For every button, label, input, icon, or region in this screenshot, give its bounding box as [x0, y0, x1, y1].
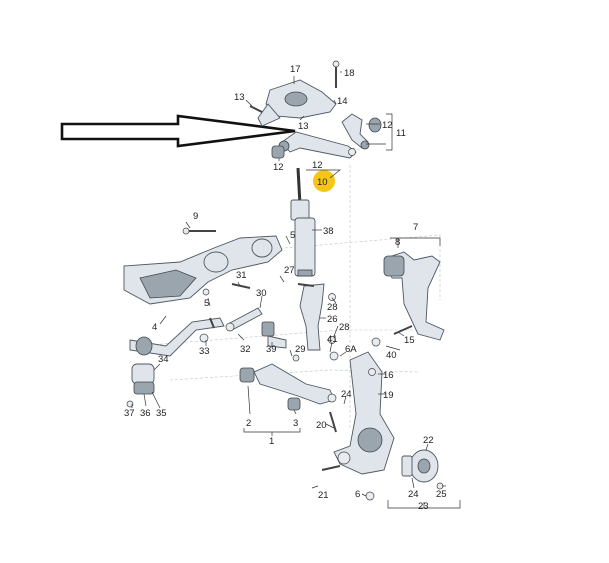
callout-10: 10	[317, 177, 328, 188]
callout-12-bushing: 12	[273, 162, 284, 173]
callout-5-bottom: 5	[204, 298, 209, 309]
stabilizer-bar	[129, 317, 225, 357]
callout-27: 27	[284, 265, 295, 276]
callout-20: 20	[316, 420, 327, 431]
callout-3: 3	[293, 418, 298, 429]
callout-26: 26	[327, 314, 338, 325]
callout-23: 23	[418, 501, 429, 512]
upper-control-arm-rear	[341, 113, 382, 150]
callout-13-right: 13	[298, 121, 309, 132]
callout-labels: 17 18 13 14 13 12 11 12 12 10 9 38 5 7 8…	[124, 64, 447, 512]
callout-31: 31	[236, 270, 247, 281]
pointer-arrow-icon	[60, 114, 296, 148]
bushing-small	[271, 145, 285, 159]
callout-1: 1	[269, 436, 274, 447]
callout-22: 22	[423, 435, 434, 446]
track-control-arm	[383, 251, 445, 341]
callout-40: 40	[386, 350, 397, 361]
callout-30: 30	[256, 288, 267, 299]
callout-6a: 6A	[345, 344, 357, 355]
callout-38: 38	[323, 226, 334, 237]
callout-24-top: 24	[341, 389, 352, 400]
callout-8: 8	[395, 237, 400, 248]
callout-33: 33	[199, 346, 210, 357]
callout-14: 14	[337, 96, 348, 107]
callout-18: 18	[344, 68, 355, 79]
callout-4: 4	[152, 322, 157, 333]
callout-21: 21	[318, 490, 329, 501]
strut-fork	[299, 283, 325, 351]
callout-11: 11	[396, 128, 406, 139]
callout-5-top: 5	[290, 230, 295, 241]
callout-32: 32	[240, 344, 251, 355]
callout-29: 29	[295, 344, 306, 355]
callout-39: 39	[266, 344, 277, 355]
callout-19: 19	[383, 390, 394, 401]
wheel-hub	[401, 449, 439, 483]
shock-absorber	[290, 167, 316, 277]
callout-9: 9	[193, 211, 198, 222]
callout-17: 17	[290, 64, 301, 75]
callout-7: 7	[413, 222, 418, 233]
callout-12-rear: 12	[382, 120, 393, 131]
coupling-rod	[225, 307, 287, 349]
highlight-dot-icon	[313, 170, 335, 192]
callout-36: 36	[140, 408, 151, 419]
callout-2: 2	[246, 418, 251, 429]
subframe	[123, 235, 283, 305]
top-mount	[257, 79, 337, 127]
callout-12-front: 12	[312, 160, 323, 171]
callout-16: 16	[383, 370, 394, 381]
upper-control-arm-front	[278, 131, 357, 159]
callout-24-bottom: 24	[408, 489, 419, 500]
stabilizer-bushing	[131, 363, 155, 395]
callout-35: 35	[156, 408, 167, 419]
callout-15: 15	[404, 335, 415, 346]
callout-13-left: 13	[234, 92, 245, 103]
wheel-bearing-housing	[333, 351, 395, 475]
callout-34: 34	[158, 354, 169, 365]
callout-41: 41	[327, 334, 338, 345]
callout-37: 37	[124, 408, 135, 419]
callout-25: 25	[436, 489, 447, 500]
leader-lines	[131, 71, 461, 509]
lower-control-arm	[239, 363, 337, 411]
callout-6: 6	[355, 489, 360, 500]
callout-28-bottom: 28	[339, 322, 350, 333]
callout-28-top: 28	[327, 302, 338, 313]
